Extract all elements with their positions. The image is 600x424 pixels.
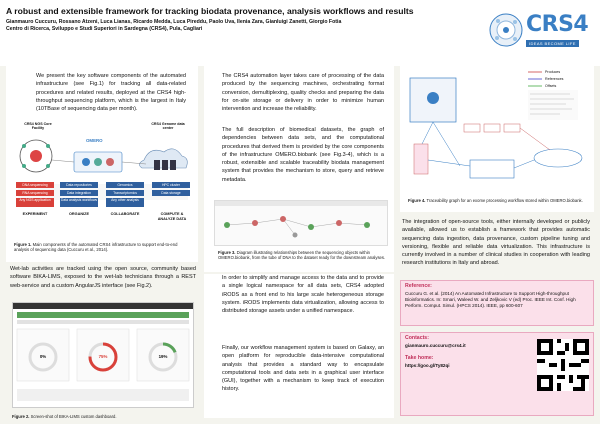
- chip-dna-seq: DNA sequencing: [16, 182, 54, 188]
- fig1-center-label: OMERO: [86, 138, 103, 143]
- fig3-caption-label: Figure 3.: [218, 250, 236, 255]
- fig4-caption: Figure 4. Traceability graph for an exom…: [408, 198, 588, 203]
- affiliation: Centro di Ricerca, Sviluppo e Studi Supe…: [6, 26, 203, 32]
- fig4-caption-text: Traceability graph for an exome processi…: [425, 198, 583, 203]
- chip-data-storage: Data storage: [152, 190, 190, 196]
- author-list: Gianmauro Cuccuru, Rossano Atzeni, Luca …: [6, 19, 342, 25]
- figure-1: CRS4 NGS Core Facility OMERO CRS4 Genome…: [14, 120, 192, 238]
- logo-wordmark: CRS4: [526, 12, 589, 37]
- fig2-footer: [17, 389, 189, 401]
- chip-data-repos: Data repositories: [60, 182, 98, 188]
- fig4-caption-label: Figure 4.: [408, 198, 426, 203]
- poster-header: A robust and extensible framework for tr…: [0, 0, 600, 66]
- figure-3: [214, 200, 388, 246]
- fig4-legend-produces: Produces: [545, 70, 561, 74]
- fig3-caption-text: Diagram illustrating relationships betwe…: [218, 250, 386, 261]
- column-2-bottom-panel: In order to simplify and manage access t…: [204, 274, 394, 418]
- chip-hpc: HPC cluster: [152, 182, 190, 188]
- column-2-top-panel: The CRS4 automation layer takes care of …: [204, 66, 394, 272]
- crs4-logo: CRS4 IDEAS BECOME LIFE: [488, 8, 589, 56]
- fig2-caption-text: Screen-shot of BIKA-LIMS custom dashboar…: [29, 414, 117, 419]
- chip-genomics: Genomics: [106, 182, 144, 188]
- figure-4-panel: Produces References Offsets Figure 4. Tr…: [400, 66, 594, 212]
- contacts-box: Contacts: gianmauro.cuccuru@crs4.it Take…: [400, 332, 594, 416]
- conclusion-paragraph: The integration of open-source tools, ei…: [402, 219, 590, 267]
- logo-tagline: IDEAS BECOME LIFE: [526, 40, 579, 47]
- intro-paragraph: We present the key software components o…: [36, 73, 186, 113]
- chip-data-integration: Data integration: [60, 190, 98, 196]
- fig1-caption-text: Main components of the automated CRS4 in…: [14, 242, 178, 253]
- crs4-logo-icon: [489, 13, 523, 47]
- fig1-left-label: CRS4 NGS Core Facility: [24, 122, 52, 131]
- chip-any-analysis: Any other analysis: [106, 198, 144, 207]
- fig1-label-collaborate: COLLABORATE: [110, 212, 140, 216]
- reference-label: Reference:: [405, 283, 432, 289]
- authors: Gianmauro Cuccuru, Rossano Atzeni, Luca …: [6, 19, 341, 33]
- fig2-banner-2: [17, 320, 189, 324]
- irods-paragraph: In order to simplify and manage access t…: [222, 275, 384, 315]
- qr-code[interactable]: [537, 339, 589, 391]
- fig1-label-organize: ORGANIZE: [68, 212, 90, 216]
- poster-title: A robust and extensible framework for tr…: [6, 6, 414, 16]
- chip-transcriptomics: Transcriptomics: [106, 190, 144, 196]
- bika-paragraph: Wet-lab activities are tracked using the…: [10, 266, 196, 289]
- fig2-gauges: [16, 328, 190, 382]
- fig2-banner: [17, 312, 189, 318]
- fig4-legend-references: References: [545, 77, 564, 81]
- gauge-2-value: 75%: [98, 354, 108, 359]
- chip-rna-seq: RNA sequencing: [16, 190, 54, 196]
- qr-code-icon: [537, 339, 589, 391]
- fig2-topbar: [13, 303, 193, 309]
- chip-workflows: Data analysis workflows: [60, 198, 98, 207]
- reference-box: Reference: Cuccuru G. et al. (2014) An A…: [400, 280, 594, 326]
- fig3-graph: [215, 201, 387, 238]
- automation-paragraph: The CRS4 automation layer takes care of …: [222, 73, 384, 113]
- fig2-caption: Figure 2. Screen-shot of BIKA-LIMS custo…: [12, 414, 194, 419]
- fig4-legend-offsets: Offsets: [545, 84, 557, 88]
- fig1-right-label: CRS4 Genome data center: [151, 122, 185, 131]
- chip-any-ngs: Any NGS application: [16, 198, 54, 207]
- gauge-1-value: 0%: [39, 354, 47, 359]
- fig2-caption-label: Figure 2.: [12, 414, 30, 419]
- fig1-label-compute: COMPUTE & ANALYZE DATA: [157, 212, 187, 221]
- gauge-3-value: 19%: [158, 354, 168, 359]
- fig3-caption: Figure 3. Diagram illustrating relations…: [218, 250, 388, 260]
- reference-text: Cuccuru G. et al. (2014) An Automated In…: [405, 291, 576, 308]
- column-1-intro-panel: We present the key software components o…: [6, 66, 198, 262]
- galaxy-paragraph: Finally, our workflow management system …: [222, 345, 384, 393]
- fig1-caption-label: Figure 1.: [14, 242, 32, 247]
- figure-2: 0% 75% 19%: [12, 302, 194, 408]
- fig1-caption: Figure 1. Main components of the automat…: [14, 242, 192, 252]
- fig1-label-experiment: EXPERIMENT: [22, 212, 48, 216]
- takehome-label: Take home:: [405, 355, 434, 361]
- fig4-graph: [409, 71, 583, 179]
- takehome-url[interactable]: https://goo.gl/Ty82qi: [405, 363, 450, 368]
- contacts-label: Contacts:: [405, 335, 429, 341]
- contacts-email: gianmauro.cuccuru@crs4.it: [405, 343, 466, 348]
- fig1-diagram: [18, 139, 188, 200]
- omero-paragraph: The full description of biomedical datas…: [222, 127, 384, 183]
